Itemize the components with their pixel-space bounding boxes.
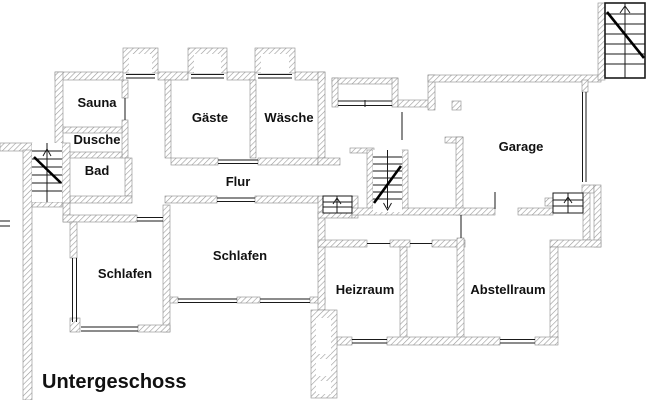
room-label-sauna: Sauna [77,95,117,110]
doors [124,92,587,244]
room-label-abstellraum: Abstellraum [470,282,545,297]
room-label-dusche: Dusche [74,132,121,147]
up-arrow-icon [332,197,342,212]
page-title: Untergeschoss [42,371,187,393]
room-label-heizraum: Heizraum [336,282,395,297]
stair-bottom-right-small [552,192,584,214]
room-label-waesche: Wäsche [264,110,313,125]
up-arrow-icon [563,196,573,212]
chimney-block [310,309,338,399]
room-label-gaeste: Gäste [192,110,228,125]
up-arrow-icon [619,5,631,20]
room-labels: Sauna Dusche Bad Gäste Wäsche Flur Schla… [74,95,546,297]
walls [0,2,606,400]
room-label-garage: Garage [499,139,544,154]
room-label-flur: Flur [226,174,251,189]
up-arrow-icon [42,147,52,168]
windows [0,74,535,344]
down-arrow-icon [383,196,392,212]
stair-hall-small [322,195,353,214]
stair-top-right-exterior [604,2,646,79]
room-label-schlafen-right: Schlafen [213,248,267,263]
room-label-schlafen-left: Schlafen [98,266,152,281]
stair-left-exterior [32,143,62,202]
room-label-bad: Bad [85,163,110,178]
garage-pillar [451,100,462,111]
stair-central-interior [372,150,403,212]
